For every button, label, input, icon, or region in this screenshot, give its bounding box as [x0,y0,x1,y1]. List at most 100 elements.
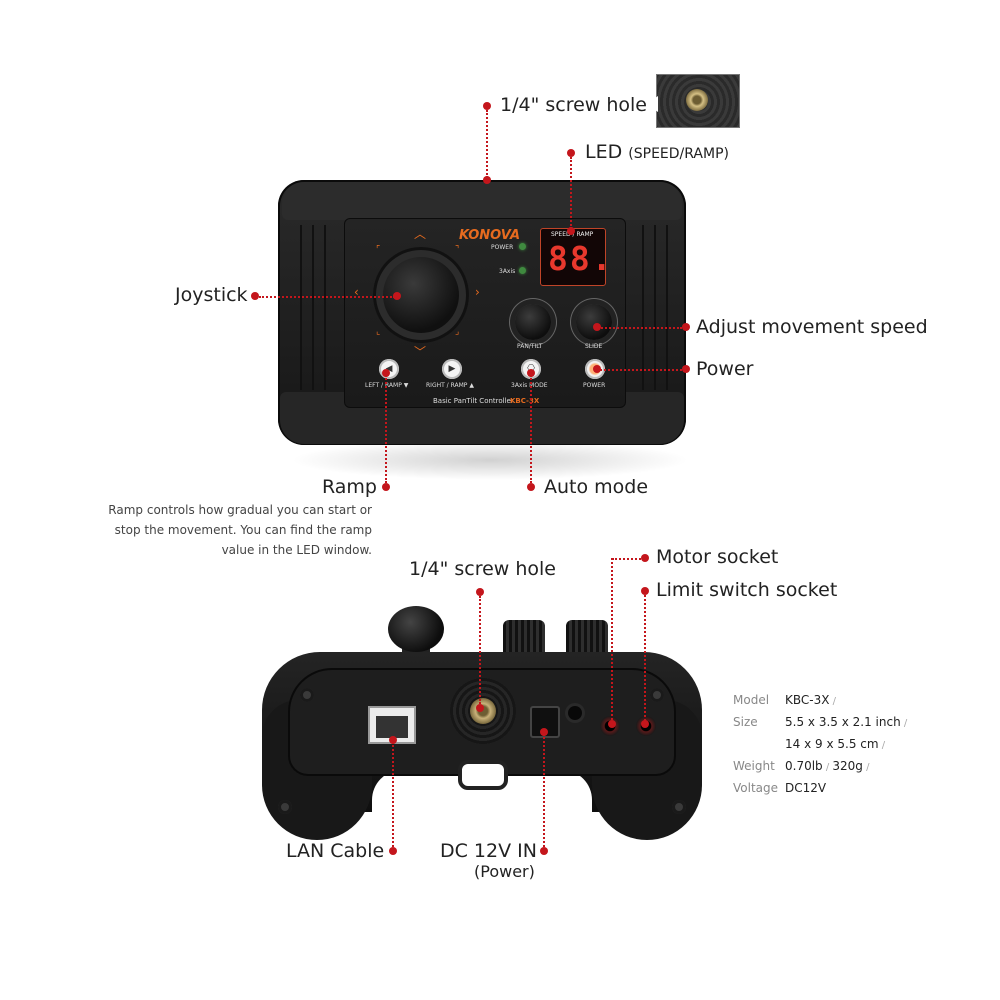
power-label: Power [696,358,754,380]
callout-dot [682,365,690,373]
led-digits: 88. [548,239,614,278]
model-line: Basic PanTilt Controller [433,397,514,405]
brand-logo: KONOVA [459,228,521,243]
mode-label: 3Axis MODE [511,382,548,389]
callout-line [570,157,572,229]
power-led-label: POWER [491,244,514,251]
chevron-left-icon: ‹ [354,285,359,299]
callout-line [598,327,682,329]
right-ramp-button[interactable]: ▶ [442,359,462,379]
spec-value: 0.70lb [785,759,823,773]
led-sublabel: (SPEED/RAMP) [628,146,729,162]
screw-hole-bottom-label: 1/4" screw hole [409,558,556,580]
led-label: LED (SPEED/RAMP) [585,141,729,163]
ramp-description-line: stop the movement. You can find the ramp [114,523,372,537]
ramp-description-line: Ramp controls how gradual you can start … [108,503,372,517]
spec-row-size-2: 14 x 9 x 5.5 cm / [785,737,886,751]
callout-dot [382,369,390,377]
top-bumper [282,182,682,220]
side-fin [666,225,668,390]
spec-key: Size [733,715,758,729]
side-fin [312,225,314,390]
callout-dot [641,587,649,595]
pan-tilt-label: PAN/TILT [517,343,543,350]
bolt-icon [300,688,314,702]
joystick-label: Joystick [175,284,248,306]
callout-line [392,742,394,847]
spec-key: Model [733,693,770,707]
auto-mode-label: Auto mode [544,476,649,498]
callout-dot [641,720,649,728]
side-fin [654,225,656,390]
callout-line [543,734,545,847]
diagonal-marker-icon: ⌝ [455,245,460,255]
callout-line [611,558,613,720]
callout-dot [483,102,491,110]
ramp-label: Ramp [322,476,377,498]
callout-line [644,595,646,721]
chevron-up-icon: ︿ [414,227,427,241]
diagonal-marker-icon: ⌜ [376,245,381,255]
ramp-description: Ramp controls how gradual you can start … [90,500,372,560]
callout-dot [527,483,535,491]
bolt-icon [672,800,686,814]
callout-line [259,296,395,298]
screw-hole-bottom [470,698,496,724]
callout-line [385,375,387,483]
vent-hole [568,706,582,720]
callout-dot [393,292,401,300]
callout-dot [476,588,484,596]
axis-led [519,267,526,274]
callout-dot [540,728,548,736]
axis-led-label: 3Axis [499,268,516,275]
callout-dot [608,720,616,728]
strap-clip [458,760,508,790]
callout-dot [567,227,575,235]
left-ramp-button[interactable]: ◀ [379,359,399,379]
callout-line [530,375,532,483]
callout-dot [540,847,548,855]
spec-value: KBC-3X [785,693,830,707]
callout-dot [251,292,259,300]
diagonal-marker-icon: ⌟ [455,327,460,337]
chevron-right-icon: › [475,285,480,299]
chevron-down-icon: ﹀ [414,345,427,359]
callout-dot [593,365,601,373]
pan-tilt-knob[interactable] [515,304,551,340]
motor-socket-label: Motor socket [656,546,779,568]
callout-dot [641,554,649,562]
callout-line [612,558,641,560]
power-led [519,243,526,250]
callout-dot [593,323,601,331]
thumbnail-pointer [646,96,658,112]
power-button-label: POWER [583,382,606,389]
spec-key: Weight [733,759,775,773]
callout-dot [382,483,390,491]
right-ramp-label: RIGHT / RAMP ▲ [426,382,474,389]
slide-knob[interactable] [576,304,612,340]
side-fin [642,225,644,390]
side-fin [324,225,326,390]
callout-dot [527,369,535,377]
callout-dot [567,149,575,157]
callout-dot [389,847,397,855]
spec-value: 320g [832,759,863,773]
callout-line [479,596,481,704]
dc-in-label: DC 12V IN [440,840,537,862]
spec-value: DC12V [785,781,827,795]
slide-label: SLIDE [585,343,603,350]
device-shadow [290,440,690,480]
callout-dot [483,176,491,184]
callout-line [600,369,682,371]
lan-cable-label: LAN Cable [286,840,385,862]
limit-switch-label: Limit switch socket [656,579,838,601]
side-fin [300,225,302,390]
model-code: KBC-3X [510,397,540,405]
screw-hole-top-label: 1/4" screw hole [500,94,647,116]
screw-icon [686,89,708,111]
adjust-speed-label: Adjust movement speed [696,316,928,338]
